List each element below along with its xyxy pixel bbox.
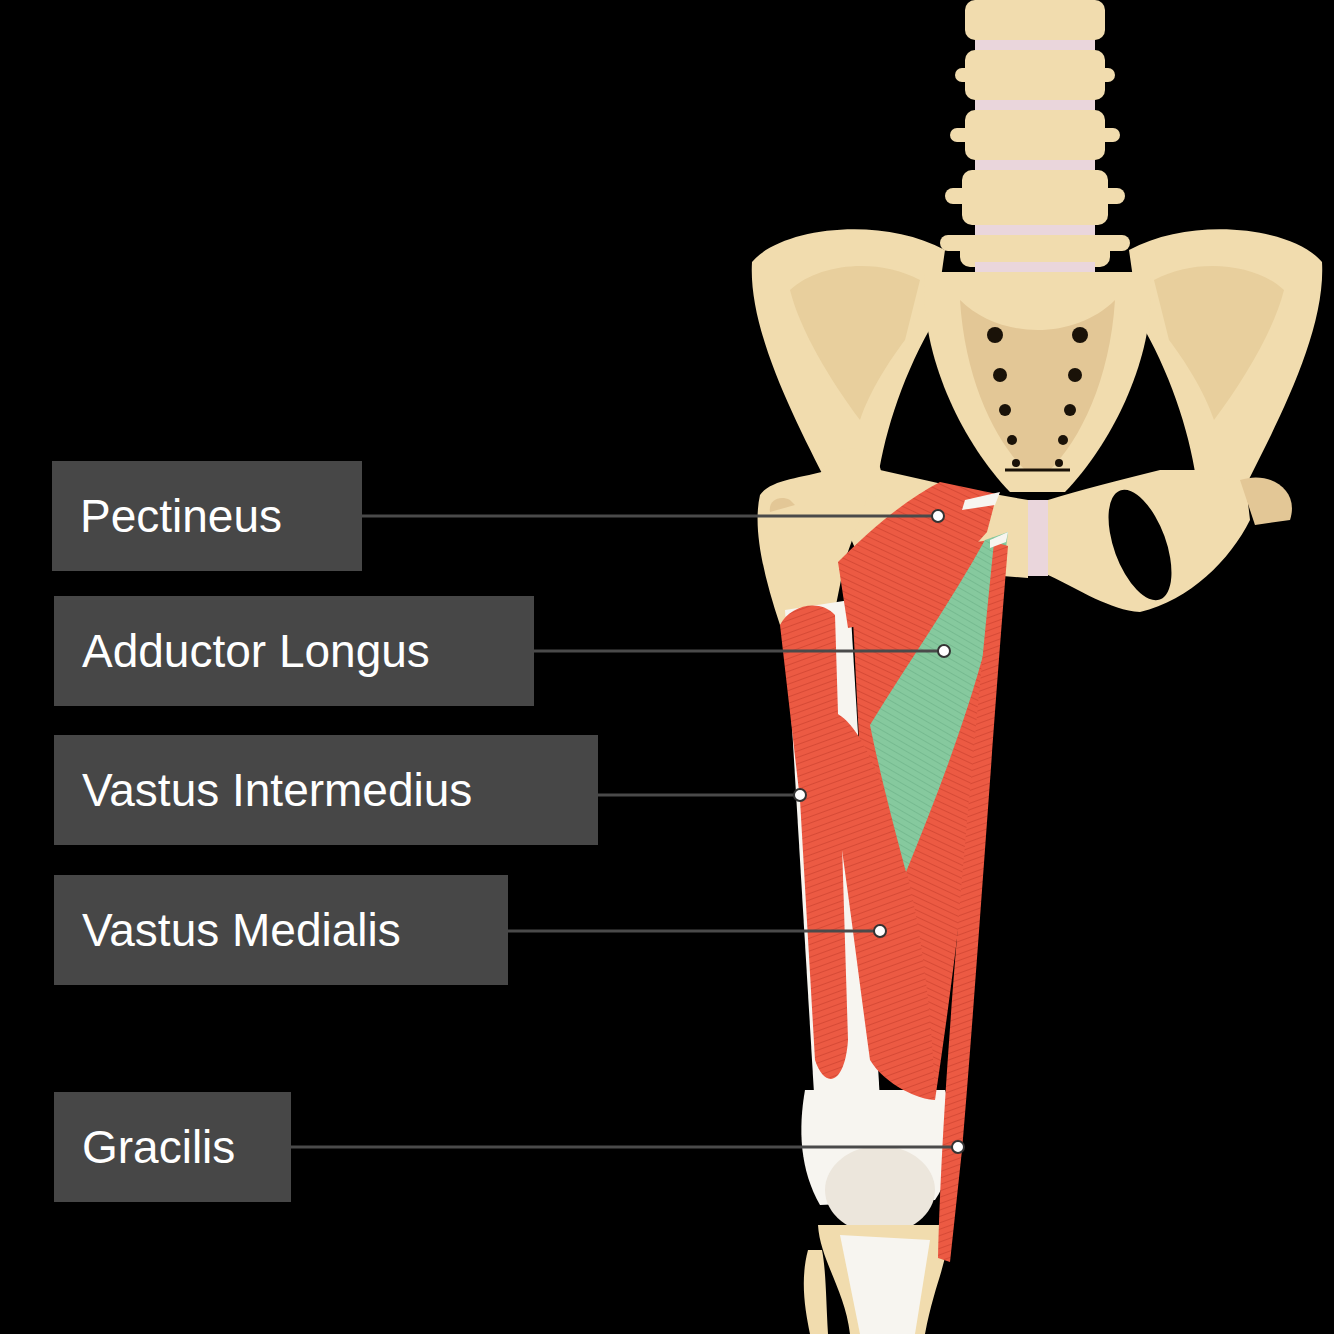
patella [825,1146,935,1234]
label-box: Vastus Intermedius [54,735,598,845]
adductor-tendon [990,532,1008,548]
label-box: Pectineus [52,461,362,571]
leader-dot [938,645,950,657]
vertebra [965,0,1105,40]
pubic-symphysis [1028,500,1048,576]
leader-line [598,794,794,797]
sacral-foramina [987,327,1088,467]
muscle-name: Adductor Longus [54,596,534,706]
vastus-intermedius [780,605,848,1079]
leader-dot [794,789,806,801]
disc [975,100,1095,110]
ilium-shade [1154,266,1284,420]
leader-line [362,515,932,518]
trochanter-shade [770,498,795,512]
leader-dots [794,510,964,1153]
muscle-name: Gracilis [54,1092,291,1202]
spine [940,0,1130,274]
sacrum-shade [960,300,1115,470]
coccyx-line [1005,469,1070,472]
ilium-shade [790,266,920,420]
acetabulum [1240,477,1292,525]
leader-line [291,1146,952,1149]
disc [975,160,1095,170]
transverse-processes [940,12,1130,251]
gracilis [938,542,1008,1262]
muscles [780,482,1008,1262]
muscle-name: Vastus Medialis [54,875,508,985]
label-box: Vastus Medialis [54,875,508,985]
label-box: Adductor Longus [54,596,534,706]
disc [975,40,1095,50]
sacrum [924,272,1151,492]
leader-line [508,930,874,933]
leader-line [534,650,938,653]
leader-dot [952,1141,964,1153]
tibia-face [840,1235,930,1334]
label-box: Gracilis [54,1092,291,1202]
tibia [818,1225,948,1334]
pectineus-tendon [962,492,1000,510]
right-pubis [1048,470,1250,612]
muscle-name: Pectineus [52,461,362,571]
fibula [804,1250,828,1334]
obturator-foramen [1096,482,1185,609]
left-ilium [752,229,945,485]
leader-dot [874,925,886,937]
right-ilium [1129,229,1322,485]
leader-dot [932,510,944,522]
muscle-name: Vastus Intermedius [54,735,598,845]
